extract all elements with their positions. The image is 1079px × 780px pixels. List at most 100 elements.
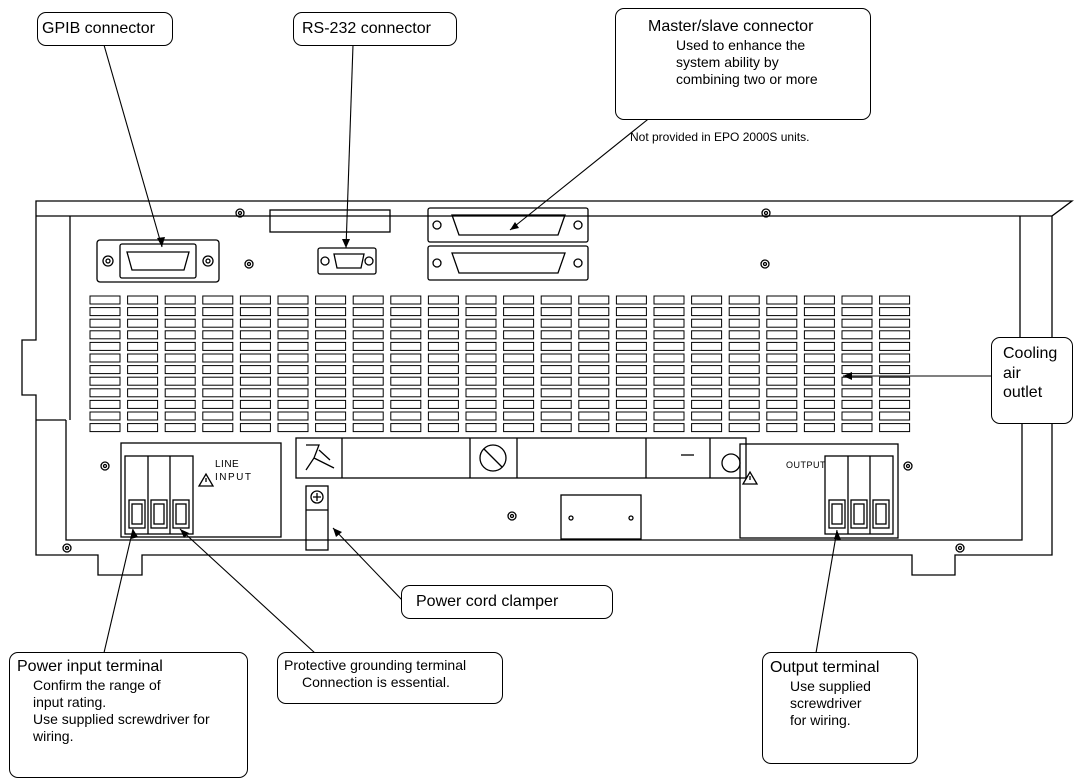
lower-panel-outline <box>65 420 1023 541</box>
vent-slot <box>352 376 384 386</box>
vent-slot <box>615 295 647 305</box>
output-line-2: screwdriver <box>790 694 862 711</box>
vent-slot <box>766 365 798 375</box>
vent-slot <box>277 341 309 351</box>
vent-slot <box>766 295 798 305</box>
vent-slot <box>127 365 159 375</box>
power-cord-clamper-title: Power cord clamper <box>416 593 559 610</box>
vent-slot <box>540 388 572 398</box>
vent-slot <box>503 330 535 340</box>
vent-slot <box>127 399 159 409</box>
vent-slot <box>164 307 196 317</box>
vent-slot <box>766 353 798 363</box>
vent-slot <box>728 365 760 375</box>
rs232-connector-callout: RS-232 connector <box>293 12 457 46</box>
vent-slot <box>766 307 798 317</box>
vent-slot <box>766 411 798 421</box>
vent-slot <box>239 411 271 421</box>
vent-slot <box>653 353 685 363</box>
vent-slot <box>352 353 384 363</box>
vent-slot <box>89 376 121 386</box>
vent-slot <box>766 423 798 433</box>
rs232-connector <box>269 209 391 275</box>
power-input-terminal-block <box>120 442 282 538</box>
vent-slot <box>691 388 723 398</box>
vent-slot <box>803 399 835 409</box>
vent-slot <box>728 353 760 363</box>
leader-arrowheads <box>131 222 852 540</box>
vent-slot <box>202 353 234 363</box>
vent-slot <box>465 411 497 421</box>
vent-slot <box>578 295 610 305</box>
vent-slot <box>841 318 873 328</box>
vent-slot <box>803 295 835 305</box>
vent-slot <box>503 365 535 375</box>
vent-slot <box>127 411 159 421</box>
leader-lines <box>102 44 993 658</box>
vent-slot <box>691 330 723 340</box>
vent-slot <box>615 353 647 363</box>
vent-slot <box>427 423 459 433</box>
vent-slot <box>879 318 911 328</box>
vent-slot <box>202 411 234 421</box>
vent-slot <box>691 376 723 386</box>
output-terminal-title: Output terminal <box>770 659 880 676</box>
cooling-vent-grid <box>89 295 911 433</box>
vent-slot <box>390 423 422 433</box>
vent-slot <box>89 399 121 409</box>
vent-slot <box>728 307 760 317</box>
vent-slot <box>465 388 497 398</box>
vent-slot <box>503 388 535 398</box>
vent-slot <box>615 388 647 398</box>
vent-slot <box>879 376 911 386</box>
master-slave-connector-callout: Master/slave connector Used to enhance t… <box>615 8 871 120</box>
vent-slot <box>277 411 309 421</box>
cooling-air-outlet-callout: Cooling air outlet <box>991 337 1073 424</box>
vent-slot <box>127 295 159 305</box>
vent-slot <box>89 330 121 340</box>
vent-slot <box>390 353 422 363</box>
vent-slot <box>277 388 309 398</box>
vent-slot <box>427 330 459 340</box>
vent-slot <box>239 330 271 340</box>
vent-slot <box>239 399 271 409</box>
vent-slot <box>578 307 610 317</box>
vent-slot <box>239 341 271 351</box>
vent-slot <box>540 353 572 363</box>
power-input-line-1: Confirm the range of <box>33 676 161 693</box>
vent-slot <box>390 341 422 351</box>
vent-slot <box>465 376 497 386</box>
vent-slot <box>653 388 685 398</box>
warning-icon-output <box>741 470 759 485</box>
vent-slot <box>766 318 798 328</box>
vent-slot <box>352 365 384 375</box>
vent-slot <box>879 388 911 398</box>
vent-slot <box>691 399 723 409</box>
vent-slot <box>841 388 873 398</box>
vent-slot <box>728 376 760 386</box>
vent-slot <box>653 399 685 409</box>
vent-slot <box>352 423 384 433</box>
vent-slot <box>315 376 347 386</box>
vent-slot <box>503 307 535 317</box>
master-slave-connector-title: Master/slave connector <box>648 18 814 35</box>
vent-slot <box>803 330 835 340</box>
vent-slot <box>390 388 422 398</box>
vent-slot <box>427 295 459 305</box>
vent-slot <box>841 376 873 386</box>
vent-slot <box>578 341 610 351</box>
vent-slot <box>202 318 234 328</box>
vent-slot <box>803 353 835 363</box>
vent-slot <box>164 341 196 351</box>
vent-slot <box>202 399 234 409</box>
vent-slot <box>803 318 835 328</box>
vent-slot <box>127 318 159 328</box>
vent-slot <box>390 330 422 340</box>
power-cord-clamp <box>305 485 329 551</box>
vent-slot <box>427 341 459 351</box>
vent-slot <box>615 307 647 317</box>
vent-slot <box>390 307 422 317</box>
vent-slot <box>352 341 384 351</box>
vent-slot <box>427 365 459 375</box>
vent-slot <box>691 423 723 433</box>
